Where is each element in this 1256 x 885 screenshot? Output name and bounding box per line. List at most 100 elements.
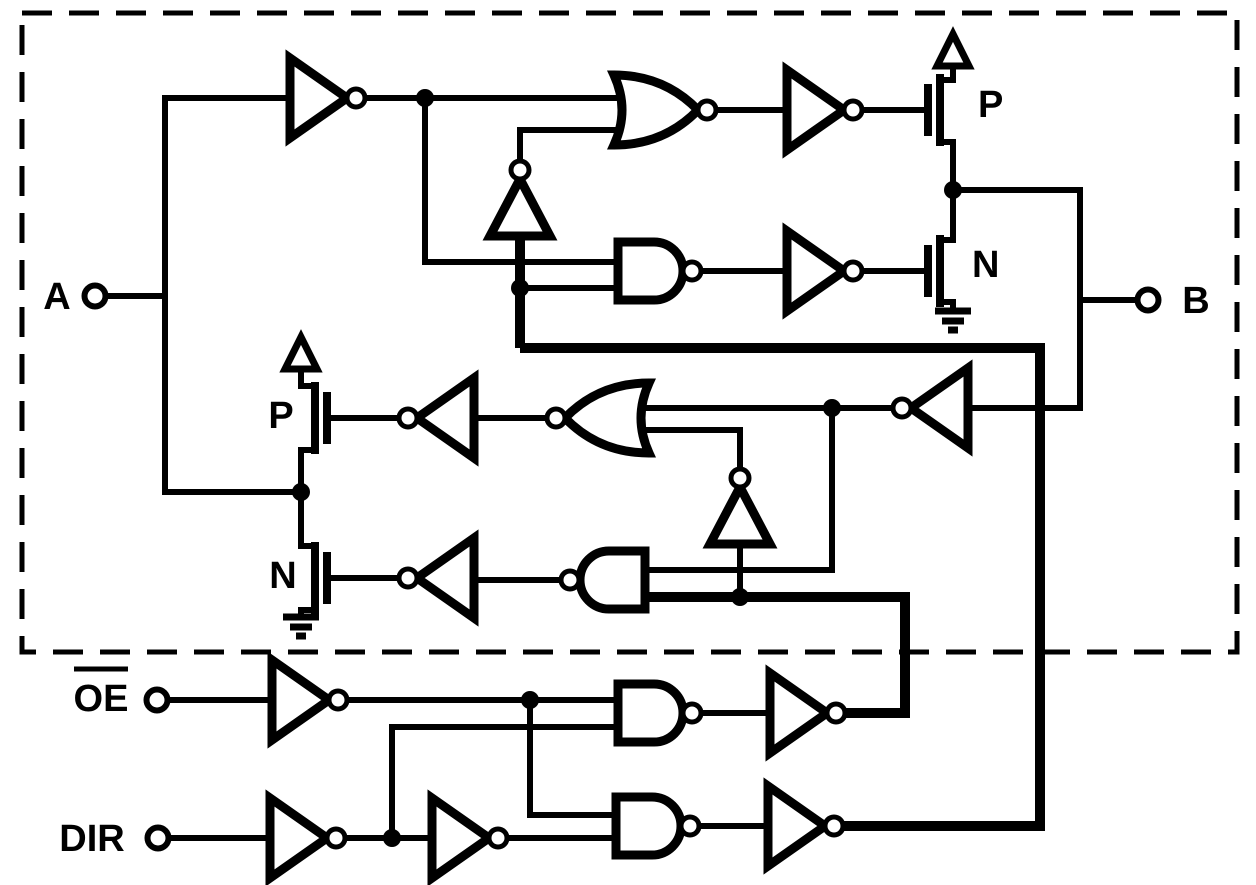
inverter-up-bubble: [508, 158, 532, 182]
junction-dot: [823, 399, 841, 417]
junction-dot: [731, 588, 749, 606]
inverter-bubble: [841, 98, 865, 122]
port-a-label: A: [43, 276, 70, 318]
inverter-triangle: [765, 664, 835, 762]
pmos-left-label: P: [268, 395, 293, 437]
a-path-nor-gate: [544, 378, 657, 458]
wire-enable-b-trunk: [520, 343, 1045, 831]
nor-gate-bubble: [695, 98, 719, 122]
gnd-symbol-right: [935, 307, 971, 334]
wire-pmos-left-source: [298, 369, 315, 389]
dir-second-inverter: [427, 789, 510, 885]
a-pmos-drive-inverter: [396, 369, 479, 467]
nmos-left-label: N: [269, 555, 296, 597]
inverter-bubble: [326, 688, 350, 712]
b-path-nand-gate: [613, 237, 704, 305]
enable-a-output-inverter: [765, 664, 848, 762]
inverter-up-bubble: [728, 466, 752, 490]
vdd-symbol-right: [931, 26, 975, 70]
nand-gate-bubble: [680, 701, 704, 725]
nand-gate-mirrored-body: [575, 546, 650, 614]
nand-gate-bubble: [678, 814, 702, 838]
junction-dot: [521, 691, 539, 709]
nmos-right-label: N: [972, 244, 999, 286]
enable-b-output-inverter: [763, 777, 846, 875]
wire-a-bus-vertical: [162, 95, 301, 495]
vdd-arrow-icon: [931, 26, 975, 70]
wire-pmos-right-drain: [940, 139, 956, 190]
port-dir-label: DIR: [59, 818, 124, 860]
wire-nmos-left-drain: [298, 492, 315, 549]
b-output-pmos: [924, 74, 944, 146]
b-enable-inverter: [482, 158, 558, 241]
b-pmos-drive-inverter: [782, 61, 865, 159]
inverter-left-bubble: [890, 396, 914, 420]
inverter-triangle: [427, 789, 497, 885]
b-path-nor-gate: [606, 70, 719, 150]
inverter-triangle: [285, 49, 355, 147]
nand-gate-body: [613, 237, 688, 305]
inverter-triangle: [763, 777, 833, 875]
wire-branch-to-nand2: [645, 408, 835, 573]
wire-pmos-left-drain: [298, 447, 315, 492]
a-path-nand-gate: [558, 546, 650, 614]
nand-gate-body: [611, 792, 686, 860]
enable-a-nand-gate: [613, 679, 704, 747]
junction-dots: [292, 89, 962, 847]
wire-oe-to-nandB: [527, 700, 616, 818]
inverter-triangle: [782, 222, 852, 320]
wire-nmos-right-drain: [940, 190, 956, 243]
nand-gate-mirrored-bubble: [558, 568, 582, 592]
b-nmos-drive-inverter: [782, 222, 865, 320]
inverter-bubble: [324, 826, 348, 850]
oe-input-inverter: [267, 651, 350, 749]
nand-gate-body: [613, 679, 688, 747]
junction-dot: [292, 483, 310, 501]
inverter-up-triangle: [482, 169, 558, 241]
nor-gate-mirrored-body: [558, 378, 657, 458]
b-output-nmos: [924, 235, 944, 307]
wire-upinv1-to-nor1: [517, 127, 626, 161]
a-output-nmos: [311, 542, 331, 614]
gnd-symbol-left: [283, 613, 319, 640]
wires: [106, 66, 1137, 841]
a-output-pmos: [311, 382, 331, 454]
inverter-triangle: [782, 61, 852, 159]
wire-branch-to-nand1: [422, 98, 620, 265]
nor-gate-mirrored-bubble: [544, 406, 568, 430]
inverter-left-bubble: [396, 406, 420, 430]
inverter-left-triangle: [409, 529, 479, 627]
vdd-symbol-left: [279, 329, 323, 373]
inverter-bubble: [344, 86, 368, 110]
inverter-bubble: [824, 701, 848, 725]
wire-pmos-right-source: [940, 66, 956, 83]
inverter-triangle: [265, 789, 335, 885]
inverter-bubble: [486, 826, 510, 850]
wire-enable-a-trunk: [645, 592, 910, 718]
junction-dot: [944, 181, 962, 199]
inverter-up-triangle: [702, 477, 778, 549]
nand-gate-bubble: [680, 259, 704, 283]
dir-input-inverter: [265, 789, 348, 885]
port-a-terminal: [81, 282, 109, 310]
enable-b-nand-gate: [611, 792, 702, 860]
inverter-left-bubble: [396, 566, 420, 590]
wire-dir-to-nandA: [389, 724, 618, 838]
junction-dot: [416, 89, 434, 107]
port-b-terminal: [1134, 286, 1162, 314]
port-b-label: B: [1182, 280, 1209, 322]
port-oe-terminal: [143, 686, 171, 714]
inverter-left-triangle: [903, 359, 973, 457]
cell-enclosure-dashed-border: [19, 10, 1240, 655]
port-oe-label: OE: [74, 678, 129, 720]
inverter-bubble: [822, 814, 846, 838]
wire-upinv2-to-nor2: [637, 427, 743, 469]
junction-dot: [511, 279, 529, 297]
a-nmos-drive-inverter: [396, 529, 479, 627]
inverter-left-triangle: [409, 369, 479, 467]
inverter-bubble: [841, 259, 865, 283]
vdd-arrow-icon: [279, 329, 323, 373]
port-dir-terminal: [144, 824, 172, 852]
